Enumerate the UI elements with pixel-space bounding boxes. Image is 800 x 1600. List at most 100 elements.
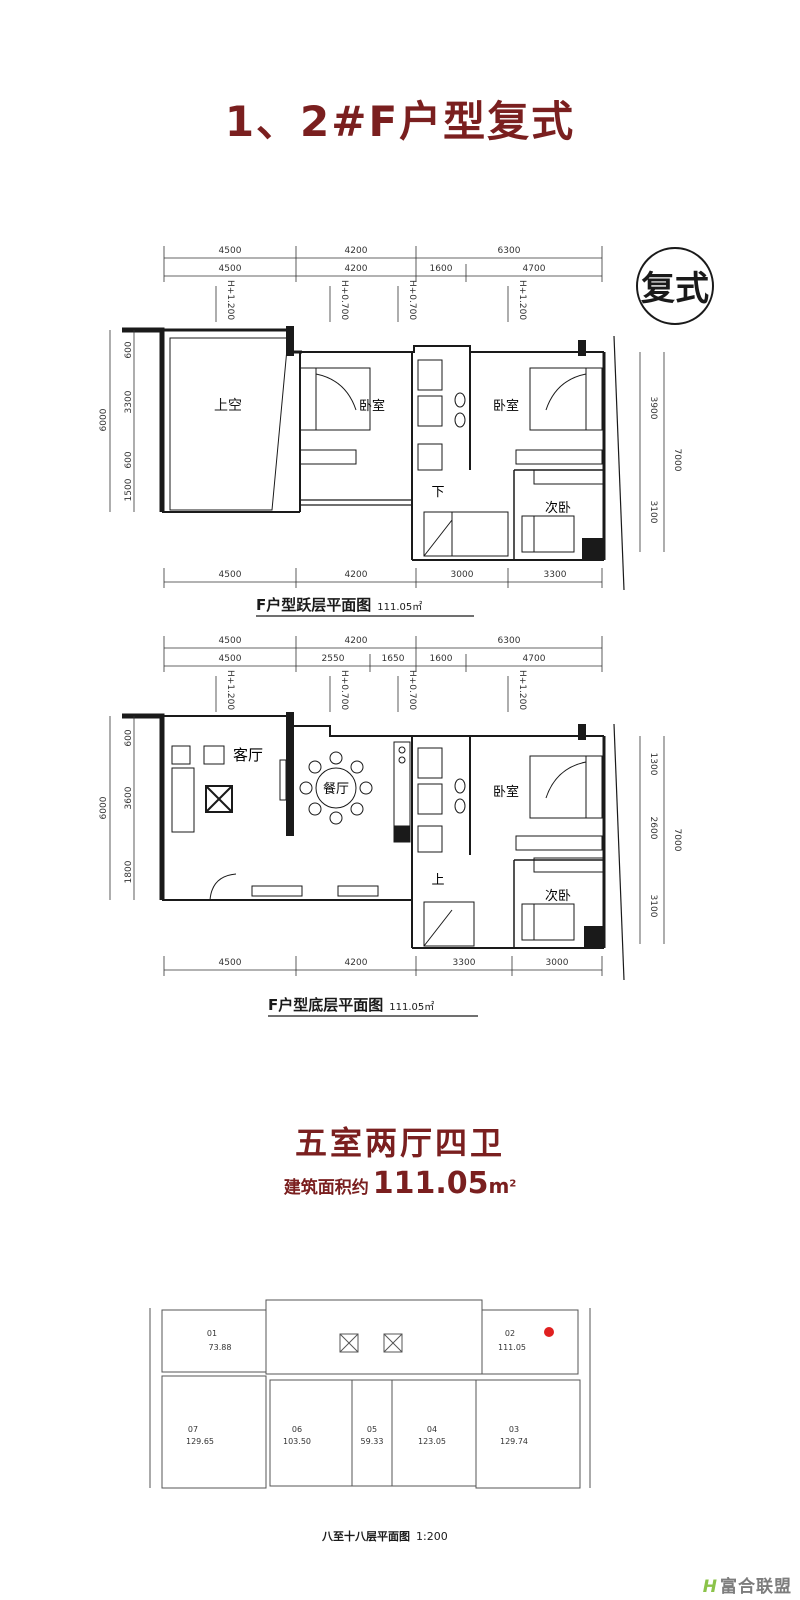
lower-floor-plan: 4500 4200 6300 4500 2550 1650 1600 4700 … [99, 636, 682, 981]
room-bed1-label: 卧室 [359, 398, 385, 414]
lower-dim-top2-2: 1650 [382, 654, 405, 664]
lower-dim-top1-2: 6300 [498, 636, 521, 646]
upper-plan-caption-text: F户型跃层平面图 [256, 596, 372, 614]
lower-dim-top1-0: 4500 [219, 636, 242, 646]
upper-dim-top2-3: 4700 [523, 264, 546, 274]
lower-plan-caption: F户型底层平面图 111.05㎡ [268, 994, 434, 1015]
wardrobe [299, 449, 605, 485]
void-area [169, 337, 289, 511]
lower-dim-top2-4: 4700 [523, 654, 546, 664]
room-bed2-label: 卧室 [493, 398, 519, 414]
lower-dim-right-1: 2600 [648, 817, 658, 840]
upper-elev-1: H+0.700 [339, 280, 349, 320]
bed-icon [529, 367, 603, 431]
upper-caption-underline [256, 615, 474, 617]
unit-05-area: 59.33 [361, 1437, 384, 1446]
upper-dim-bottom-3: 3300 [544, 570, 567, 580]
bed-icon [521, 903, 575, 941]
brand-mark-icon: H [702, 1577, 718, 1597]
lower-elev-1: H+0.700 [339, 670, 349, 710]
upper-dim-left-1: 3300 [124, 390, 134, 413]
bed-icon [521, 515, 575, 553]
unit-07-area: 129.65 [186, 1437, 214, 1446]
unit-03-area: 129.74 [500, 1437, 528, 1446]
room-bed1-lower-label: 卧室 [493, 784, 519, 800]
upper-dim-right-total: 7000 [672, 449, 682, 472]
upper-plan-area: 111.05㎡ [377, 602, 423, 613]
lower-elev-0: H+1.200 [225, 670, 235, 710]
room-living-label: 客厅 [233, 746, 263, 764]
upper-elev-0: H+1.200 [225, 280, 235, 320]
upper-floor-plan: 复式 4500 4200 6300 4500 4200 1600 4700 H+… [99, 246, 714, 591]
key-plan-caption-text: 八至十八层平面图 [322, 1530, 410, 1543]
lower-dim-left-1: 3600 [124, 786, 134, 809]
lower-walls [122, 712, 625, 981]
upper-dim-right-1: 3100 [648, 501, 658, 524]
upper-elev-3: H+1.200 [517, 280, 527, 320]
area-value: 111.05 [372, 1166, 489, 1201]
unit-02-area: 111.05 [498, 1343, 526, 1352]
unit-02-id: 02 [505, 1329, 515, 1338]
duplex-badge: 复式 [636, 247, 714, 325]
area-unit-sup: 2 [509, 1178, 517, 1190]
stair [423, 901, 475, 947]
page-title: 1、2#F户型复式 [224, 97, 576, 146]
lower-dim-bottom-3: 3000 [546, 958, 569, 968]
unit-05-id: 05 [367, 1425, 377, 1434]
upper-dim-top1-0: 4500 [219, 246, 242, 256]
lower-dim-top2-1: 2550 [322, 654, 345, 664]
unit-07-id: 07 [188, 1425, 198, 1434]
lower-dim-right-2: 3100 [648, 895, 658, 918]
layout-summary-title: 五室两厅四卫 [294, 1124, 505, 1162]
upper-elev-2: H+0.700 [407, 280, 417, 320]
current-unit-marker [544, 1327, 554, 1337]
area-label: 建筑面积约 [283, 1178, 369, 1198]
upper-dim-top1-1: 4200 [345, 246, 368, 256]
upper-dim-bottom-2: 3000 [451, 570, 474, 580]
bed-icon [529, 755, 603, 819]
key-floor-plan: 01 73.88 02 111.05 07 129.65 06 103.50 0… [149, 1299, 591, 1489]
upper-dim-lines-top [163, 246, 603, 282]
stair-up-label: 上 [431, 873, 444, 888]
lower-plan-caption-text: F户型底层平面图 [268, 996, 384, 1014]
upper-dim-left-0: 600 [124, 341, 134, 358]
badge-text: 复式 [641, 269, 709, 309]
upper-dim-top2-2: 1600 [430, 264, 453, 274]
upper-dim-top1-2: 6300 [498, 246, 521, 256]
room-bed3-label: 次卧 [545, 500, 571, 516]
lower-dim-top2-3: 1600 [430, 654, 453, 664]
key-plan-scale: 1:200 [416, 1530, 448, 1543]
brand-name: 富合联盟 [720, 1577, 792, 1597]
lower-dim-top2-0: 4500 [219, 654, 242, 664]
unit-04-area: 123.05 [418, 1437, 446, 1446]
wardrobe [515, 835, 605, 873]
bathroom-fixtures [417, 359, 466, 471]
unit-06-area: 103.50 [283, 1437, 311, 1446]
upper-dim-bottom-1: 4200 [345, 570, 368, 580]
upper-dim-left-2: 600 [124, 451, 134, 468]
upper-dim-top2-0: 4500 [219, 264, 242, 274]
lower-dim-left-total: 6000 [99, 796, 109, 819]
upper-dim-left-3: 1500 [124, 478, 134, 501]
room-void-label: 上空 [214, 398, 242, 414]
lower-plan-area: 111.05㎡ [389, 1002, 435, 1013]
kitchen-fixtures [393, 741, 466, 853]
upper-dim-right-0: 3900 [648, 397, 658, 420]
lower-dim-bottom-1: 4200 [345, 958, 368, 968]
stair [423, 511, 509, 557]
lower-dim-bottom-2: 3300 [453, 958, 476, 968]
lower-dim-right-0: 1300 [648, 753, 658, 776]
upper-dim-left-total: 6000 [99, 408, 109, 431]
dining-table-icon [299, 751, 373, 825]
lower-caption-underline [268, 1015, 478, 1017]
unit-04-id: 04 [427, 1425, 437, 1434]
unit-06-id: 06 [292, 1425, 302, 1434]
upper-dim-top2-1: 4200 [345, 264, 368, 274]
room-bed2-lower-label: 次卧 [545, 888, 571, 904]
unit-01-id: 01 [207, 1329, 217, 1338]
lower-elev-2: H+0.700 [407, 670, 417, 710]
bed-icon [299, 367, 371, 431]
lower-dim-bottom-0: 4500 [219, 958, 242, 968]
